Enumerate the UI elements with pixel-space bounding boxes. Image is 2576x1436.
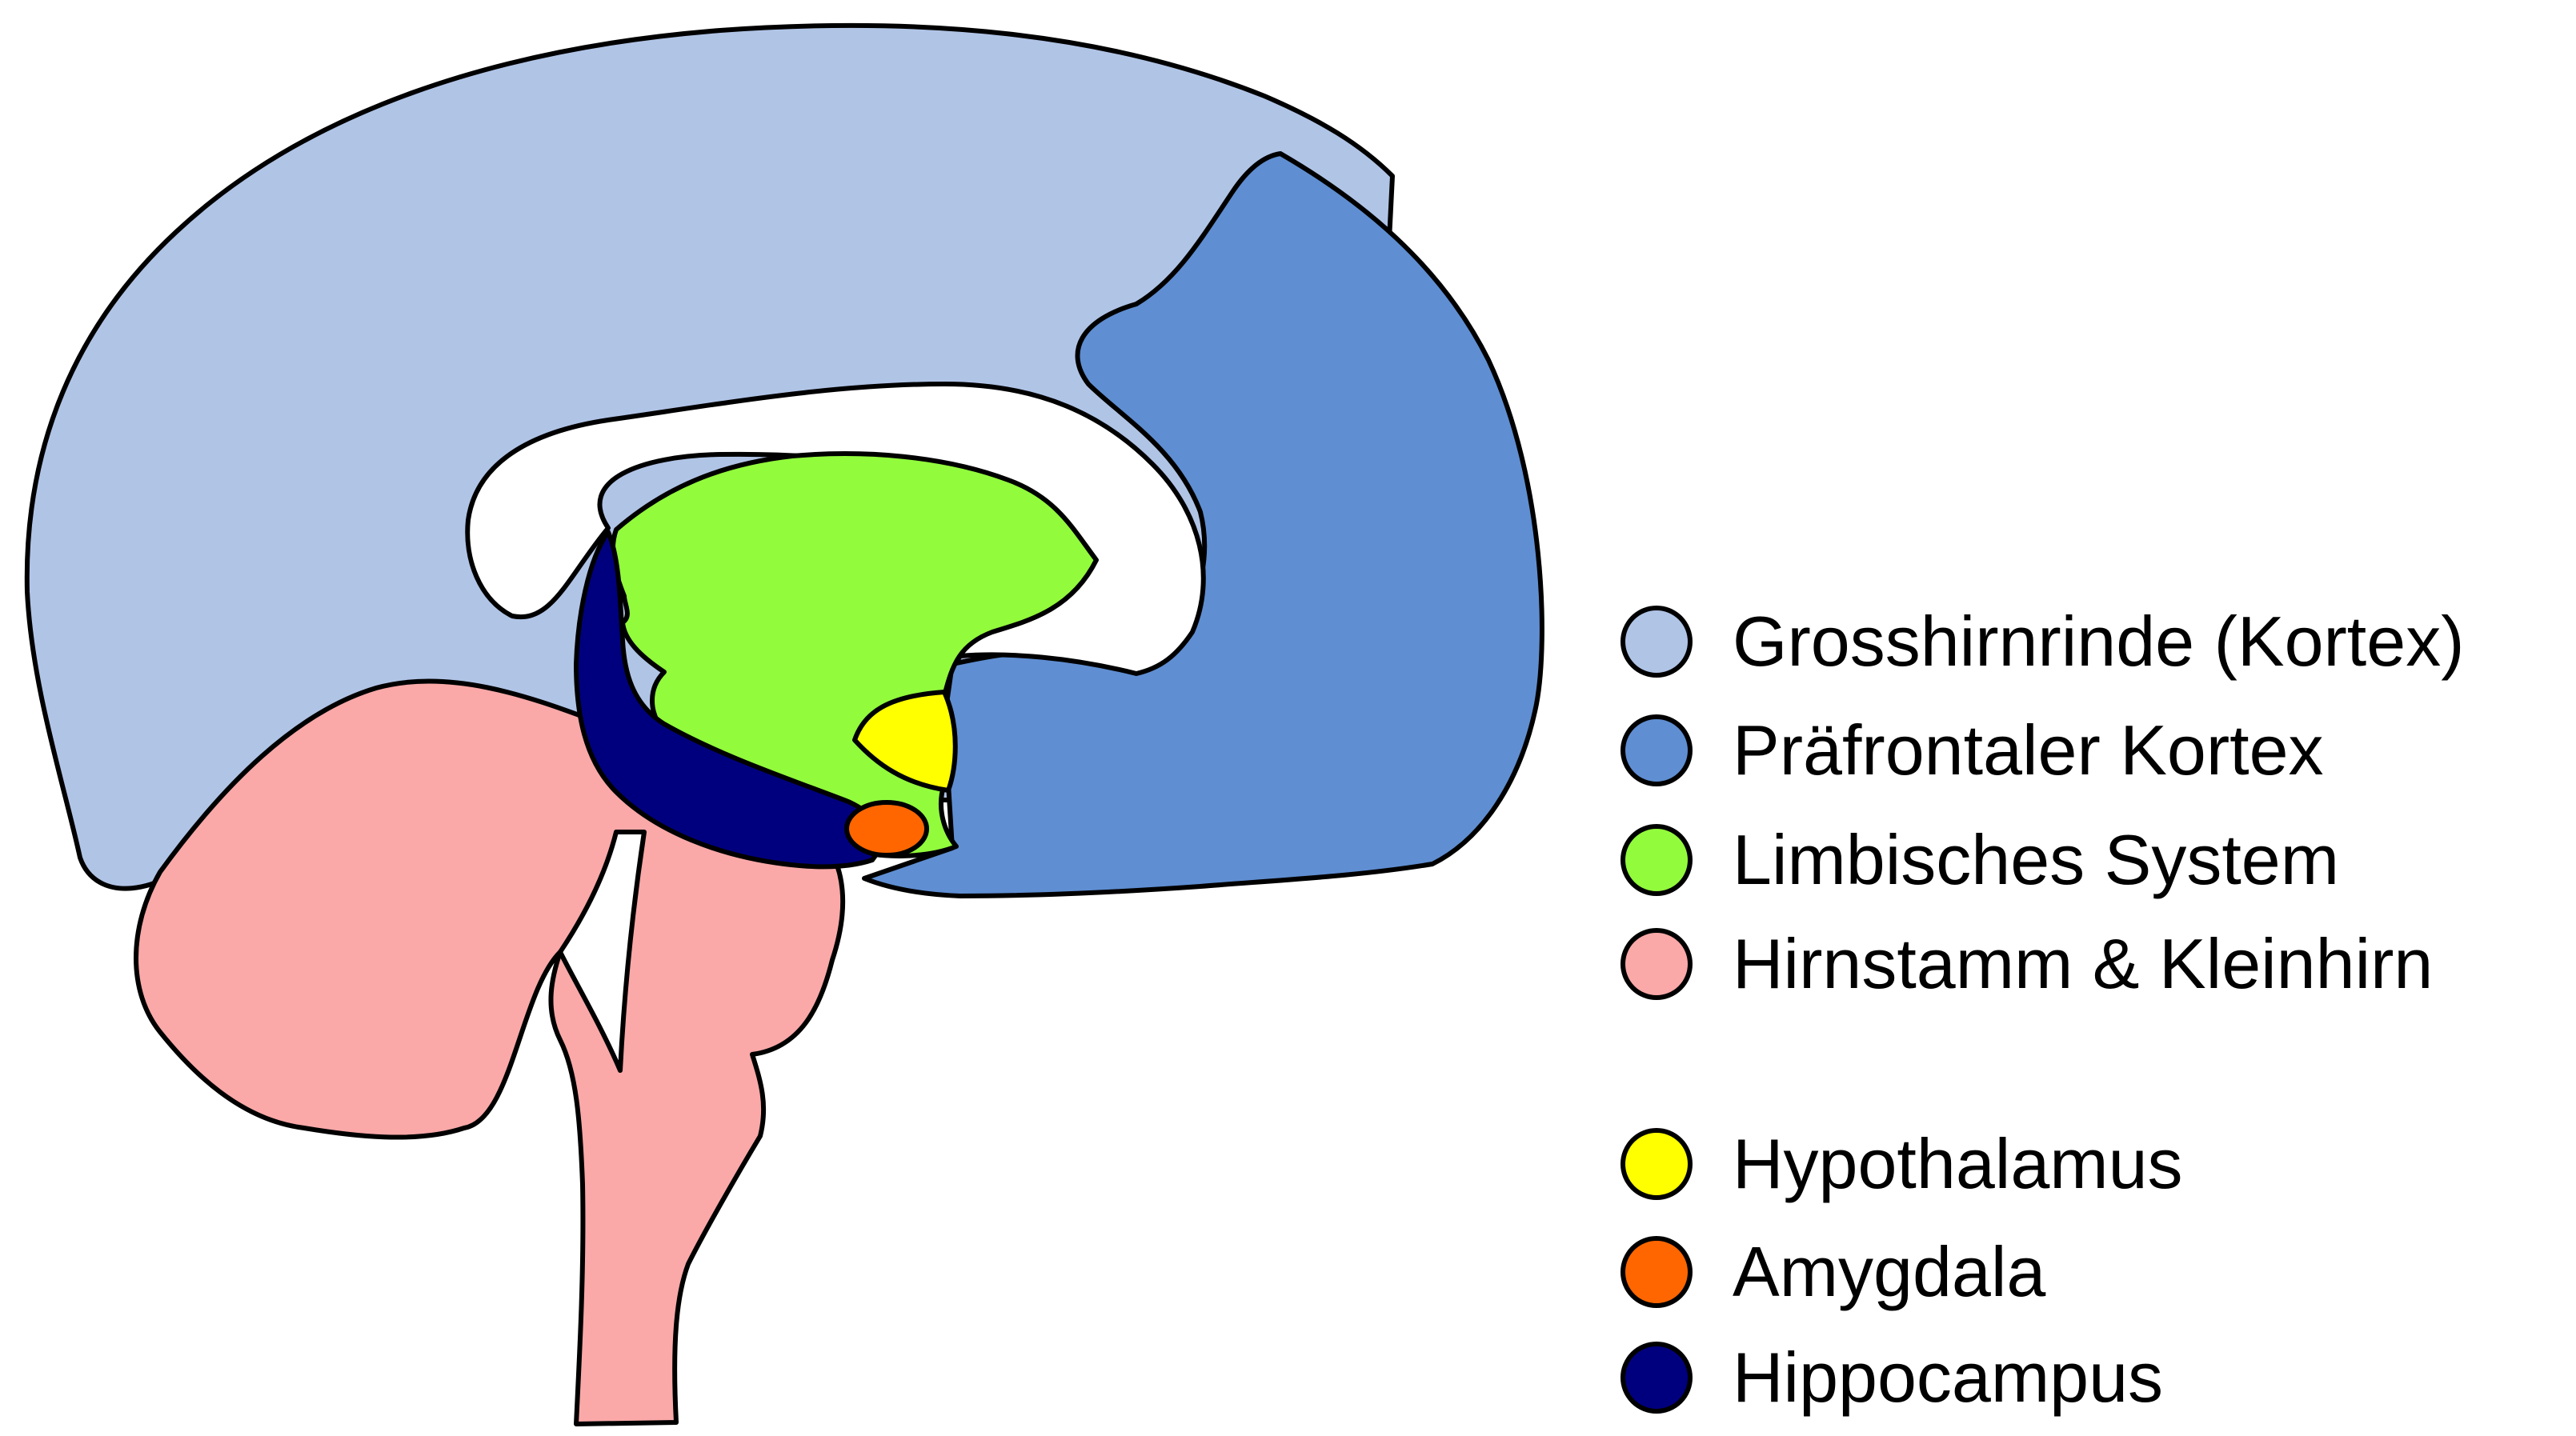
legend-swatch	[1621, 824, 1693, 896]
legend-label: Hirnstamm & Kleinhirn	[1733, 924, 2433, 1003]
legend-item: Hypothalamus	[1621, 1124, 2183, 1203]
hypothalamus-region	[852, 690, 958, 793]
hippocampus-region	[574, 530, 883, 870]
legend-label: Amygdala	[1733, 1232, 2045, 1311]
legend-item: Hippocampus	[1621, 1338, 2163, 1417]
legend-item: Grosshirnrinde (Kortex)	[1621, 602, 2465, 681]
legend-item: Limbisches System	[1621, 820, 2339, 899]
amygdala-region	[844, 800, 929, 858]
legend-swatch	[1621, 1342, 1693, 1414]
legend-swatch	[1621, 714, 1693, 786]
legend-label: Grosshirnrinde (Kortex)	[1733, 602, 2465, 681]
stem-gap	[558, 830, 647, 1073]
legend-swatch	[1621, 1128, 1693, 1200]
legend-label: Hypothalamus	[1733, 1124, 2183, 1203]
legend-swatch	[1621, 928, 1693, 1000]
legend-swatch	[1621, 1236, 1693, 1308]
legend-label: Limbisches System	[1733, 820, 2339, 899]
legend-item: Präfrontaler Kortex	[1621, 710, 2324, 790]
legend-swatch	[1621, 606, 1693, 678]
legend-item: Hirnstamm & Kleinhirn	[1621, 924, 2433, 1003]
legend-label: Präfrontaler Kortex	[1733, 710, 2324, 790]
legend-label: Hippocampus	[1733, 1338, 2163, 1417]
legend-item: Amygdala	[1621, 1232, 2045, 1311]
legend: Grosshirnrinde (Kortex) Präfrontaler Kor…	[1621, 602, 2465, 1417]
prefrontal-region	[862, 151, 1544, 898]
